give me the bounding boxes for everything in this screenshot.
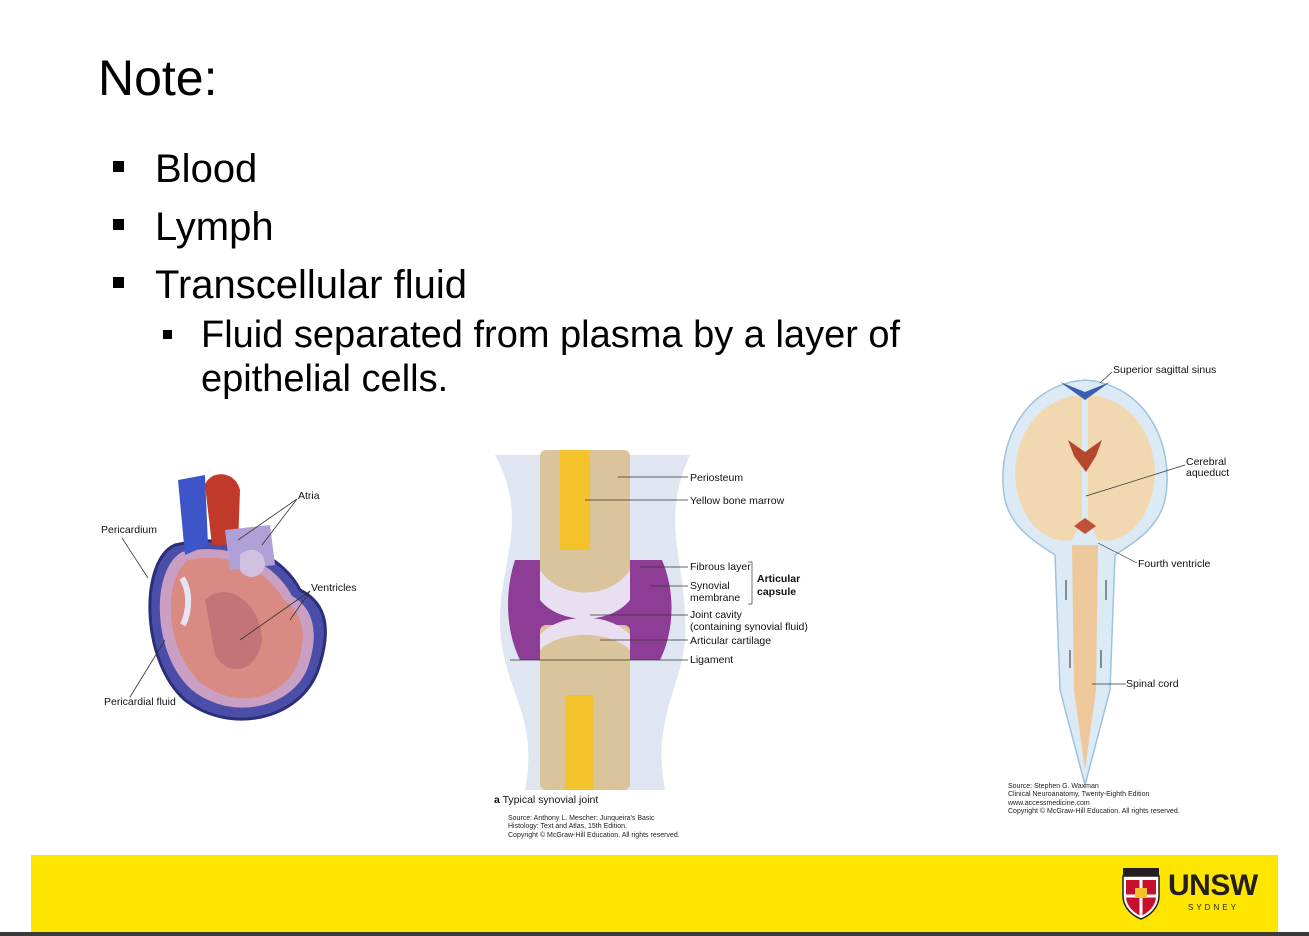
label-cerebral: Cerebral — [1186, 456, 1227, 468]
label-ligament: Ligament — [690, 654, 734, 666]
bullet-square-icon — [113, 161, 124, 172]
label-capsule: capsule — [757, 586, 797, 598]
unsw-logo-subtext: SYDNEY — [1188, 903, 1239, 912]
bullet-square-icon — [113, 219, 124, 230]
label-articular-cartilage: Articular cartilage — [690, 635, 772, 647]
label-superior-sagittal-sinus: Superior sagittal sinus — [1113, 364, 1217, 376]
label-joint-cavity: Joint cavity — [690, 609, 742, 621]
label-ventricles: Ventricles — [311, 582, 357, 594]
brain-source: Source: Stephen G. Waxman Clinical Neuro… — [1008, 783, 1180, 816]
bullet-square-icon — [113, 277, 124, 288]
label-containing-synovial-fluid: (containing synovial fluid) — [690, 621, 808, 633]
caption-letter: a — [494, 794, 500, 806]
footer-bar — [31, 855, 1278, 932]
sub-bullet-text: Fluid separated from plasma by a layer o… — [201, 314, 901, 400]
label-yellow-bone-marrow: Yellow bone marrow — [690, 495, 785, 507]
bullet-item: Blood — [110, 140, 467, 198]
bullet-item: Transcellular fluid — [110, 256, 467, 314]
label-fibrous-layer: Fibrous layer — [690, 561, 751, 573]
label-aqueduct: aqueduct — [1186, 467, 1230, 479]
label-periosteum: Periosteum — [690, 472, 744, 484]
sub-bullet: Fluid separated from plasma by a layer o… — [160, 313, 1021, 401]
label-articular: Articular — [757, 573, 801, 585]
caption-text: Typical synovial joint — [502, 794, 599, 806]
label-pericardial-fluid: Pericardial fluid — [104, 696, 176, 708]
bullet-text: Transcellular fluid — [155, 263, 467, 307]
bottom-border — [0, 932, 1309, 936]
joint-caption: a Typical synovial joint — [494, 794, 598, 806]
bullet-text: Blood — [155, 147, 258, 191]
bullet-list: Blood Lymph Transcellular fluid — [110, 140, 467, 314]
unsw-logo-text: UNSW — [1168, 869, 1258, 902]
joint-source: Source: Anthony L. Mescher: Junqueira's … — [508, 815, 680, 839]
slide-title: Note: — [98, 50, 218, 106]
label-synovial: Synovial — [690, 580, 730, 592]
label-atria: Atria — [298, 490, 320, 502]
label-pericardium: Pericardium — [101, 524, 158, 536]
bullet-item: Lymph — [110, 198, 467, 256]
bullet-square-icon — [163, 330, 172, 339]
label-spinal-cord: Spinal cord — [1126, 678, 1179, 690]
unsw-crest-icon — [1122, 868, 1160, 920]
label-membrane: membrane — [690, 592, 741, 604]
bullet-text: Lymph — [155, 205, 274, 249]
label-fourth-ventricle: Fourth ventricle — [1138, 558, 1211, 570]
